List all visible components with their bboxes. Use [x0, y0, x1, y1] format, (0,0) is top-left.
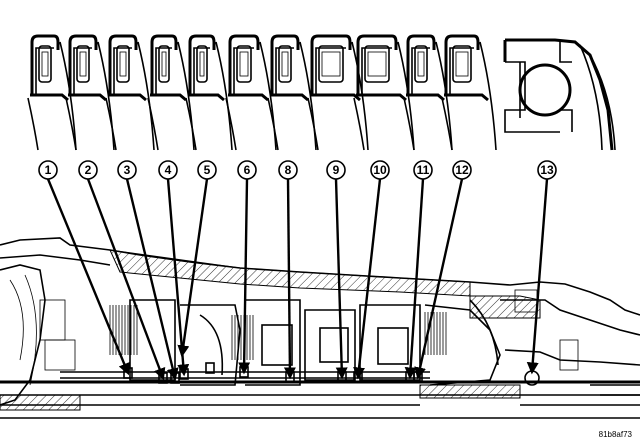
callout-number: 12 [455, 163, 469, 177]
callout-6: 6 [237, 160, 257, 375]
callout-leader-line [86, 178, 166, 381]
callout-number: 3 [124, 163, 131, 177]
callout-1: 1 [38, 160, 130, 376]
callout-number: 10 [373, 163, 387, 177]
callout-2: 2 [78, 160, 166, 381]
callout-13: 13 [526, 160, 557, 375]
bearing-detail [65, 34, 115, 151]
callout-circle [413, 160, 433, 180]
callout-leader-line [125, 178, 179, 381]
callout-leader-line [404, 178, 425, 380]
callout-number: 11 [417, 163, 430, 177]
transmission-cross-section [0, 237, 640, 419]
callout-circle [38, 160, 58, 180]
callout-number: 9 [333, 163, 340, 177]
bearing-detail [185, 34, 233, 151]
callout-number: 1 [45, 163, 52, 177]
callout-number: 5 [204, 163, 211, 177]
bearing-detail [353, 34, 415, 151]
callout-number: 4 [165, 163, 172, 177]
callout-circle [537, 160, 557, 180]
callout-leader-line [353, 178, 382, 380]
callout-circle [278, 160, 298, 180]
callout-leader-line [177, 178, 209, 358]
callout-circle [326, 160, 346, 180]
callout-leader-line [46, 178, 130, 376]
bearing-detail-row [27, 34, 497, 151]
callout-circle [452, 160, 472, 180]
callout-number: 6 [244, 163, 251, 177]
callout-circle [237, 160, 257, 180]
callout-4: 4 [158, 160, 190, 377]
callout-9: 9 [326, 160, 348, 380]
callout-number: 13 [540, 163, 554, 177]
callout-leader-line [414, 178, 464, 380]
bearing-detail [225, 34, 277, 151]
callout-12: 12 [414, 160, 472, 380]
callout-leader-line [283, 178, 296, 380]
thrust-bearing-marker [205, 362, 215, 374]
callout-number: 8 [285, 163, 292, 177]
callout-10: 10 [353, 160, 390, 380]
figure-reference-code: 81b8af73 [599, 430, 633, 439]
callout-3: 3 [117, 160, 179, 381]
callout-5: 5 [177, 160, 217, 358]
bearing-detail [441, 34, 497, 151]
callout-leader-line [238, 178, 251, 375]
bearing-detail [267, 34, 317, 151]
ball-bearing-detail [503, 38, 616, 151]
callout-circle [158, 160, 178, 180]
callout-11: 11 [404, 160, 433, 380]
bearing-detail [147, 34, 195, 151]
callout-8: 8 [278, 160, 298, 380]
bearing-detail [105, 34, 155, 151]
callout-circle [370, 160, 390, 180]
callout-number: 2 [85, 163, 92, 177]
callout-circle [78, 160, 98, 180]
callout-leader-line [334, 178, 348, 380]
callout-leader-line [166, 178, 190, 377]
callout-leader-line [526, 178, 549, 375]
callout-circle [117, 160, 137, 180]
callout-circle [197, 160, 217, 180]
